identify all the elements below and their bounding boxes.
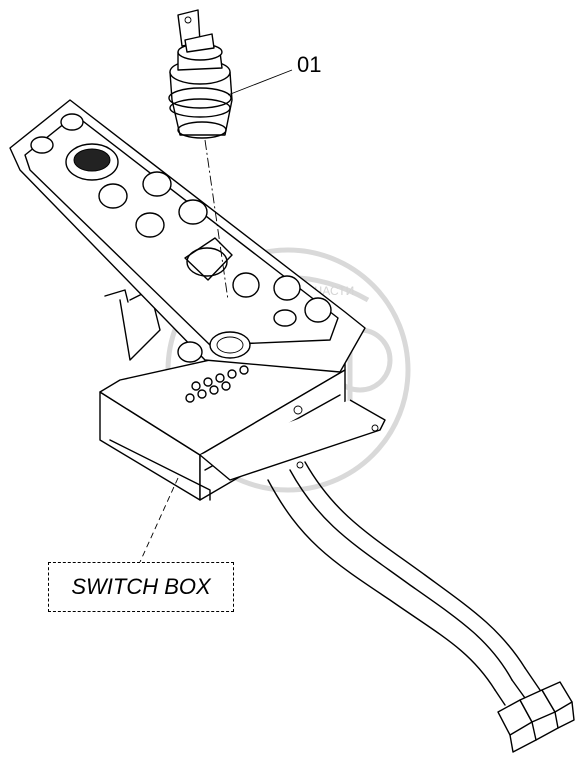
callout-01: 01 bbox=[227, 52, 321, 96]
switch-box-label: SWITCH BOX bbox=[48, 562, 234, 612]
callout-number: 01 bbox=[297, 52, 321, 77]
mounting-bracket bbox=[104, 289, 386, 481]
knob-row-2 bbox=[232, 272, 332, 327]
switch-box-leader bbox=[139, 477, 179, 563]
ignition-switch bbox=[168, 9, 233, 301]
cable-harness bbox=[267, 461, 575, 753]
ignition-key bbox=[177, 9, 215, 53]
knob-row-1 bbox=[98, 171, 208, 238]
keypad bbox=[185, 365, 249, 403]
